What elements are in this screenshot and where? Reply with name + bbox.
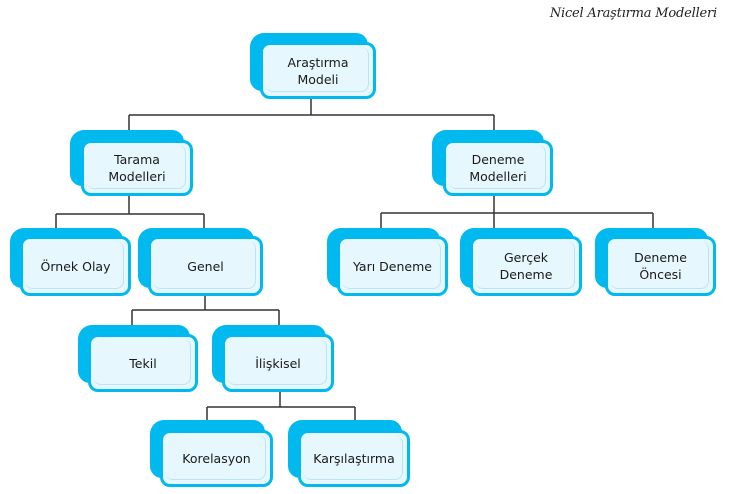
node-label: Tekil (129, 355, 157, 371)
node-label: Genel (187, 258, 224, 274)
node-label: Deneme Modelleri (469, 152, 527, 184)
node-label: İlişkisel (255, 355, 301, 371)
node-label: Korelasyon (182, 451, 251, 466)
node-label: Tarama Modelleri (108, 152, 166, 184)
node-label: Araştırma Modeli (287, 54, 349, 87)
node-label: Yarı Deneme (353, 258, 432, 274)
node-label: Örnek Olay (40, 258, 111, 274)
node-label: Deneme Öncesi (634, 250, 687, 282)
node-label: Gerçek Deneme (499, 250, 553, 282)
node-label: Karşılaştırma (313, 451, 395, 466)
diagram-title: Nicel Araştırma Modelleri (549, 6, 717, 21)
